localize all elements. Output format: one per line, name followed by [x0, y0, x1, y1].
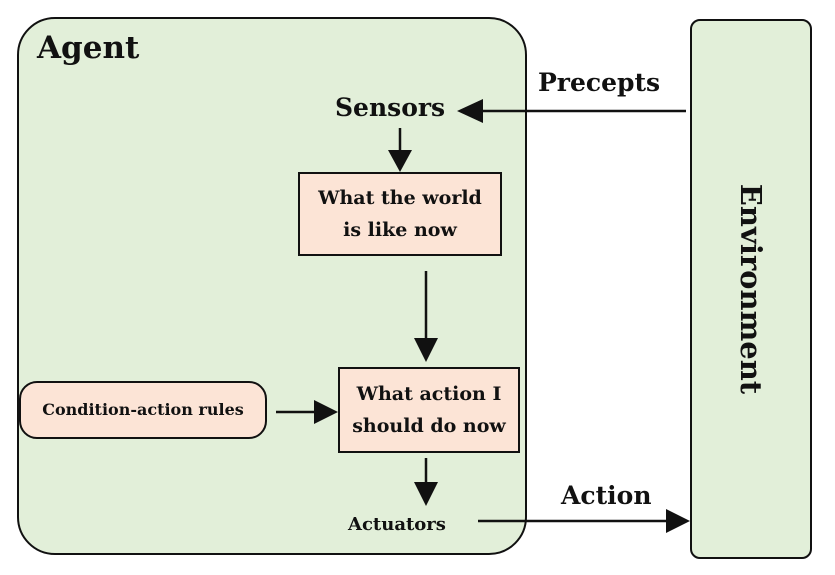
- agent-container: [17, 17, 527, 555]
- sensors-label: Sensors: [335, 93, 446, 122]
- actuators-label: Actuators: [348, 514, 446, 535]
- condition-action-rules-box: Condition-action rules: [19, 381, 267, 439]
- agent-title: Agent: [37, 30, 140, 66]
- world-state-box: What the world is like now: [298, 172, 502, 256]
- precepts-label: Precepts: [538, 68, 661, 97]
- decision-line1: What action I: [356, 383, 502, 405]
- world-state-line1: What the world: [318, 187, 482, 209]
- condition-action-rules-label: Condition-action rules: [42, 400, 244, 419]
- world-to-decision-head: [414, 338, 438, 362]
- rules-to-decision-head: [314, 400, 338, 424]
- action-arrow-head: [666, 509, 690, 533]
- sensors-to-world-head: [388, 150, 412, 172]
- world-state-line2: is like now: [343, 219, 457, 241]
- environment-container: [690, 19, 812, 559]
- action-label: Action: [561, 481, 652, 510]
- decision-box: What action I should do now: [338, 367, 520, 453]
- decision-line2: should do now: [352, 415, 506, 437]
- precepts-arrow-head: [457, 99, 483, 123]
- decision-to-actuators-head: [414, 482, 438, 506]
